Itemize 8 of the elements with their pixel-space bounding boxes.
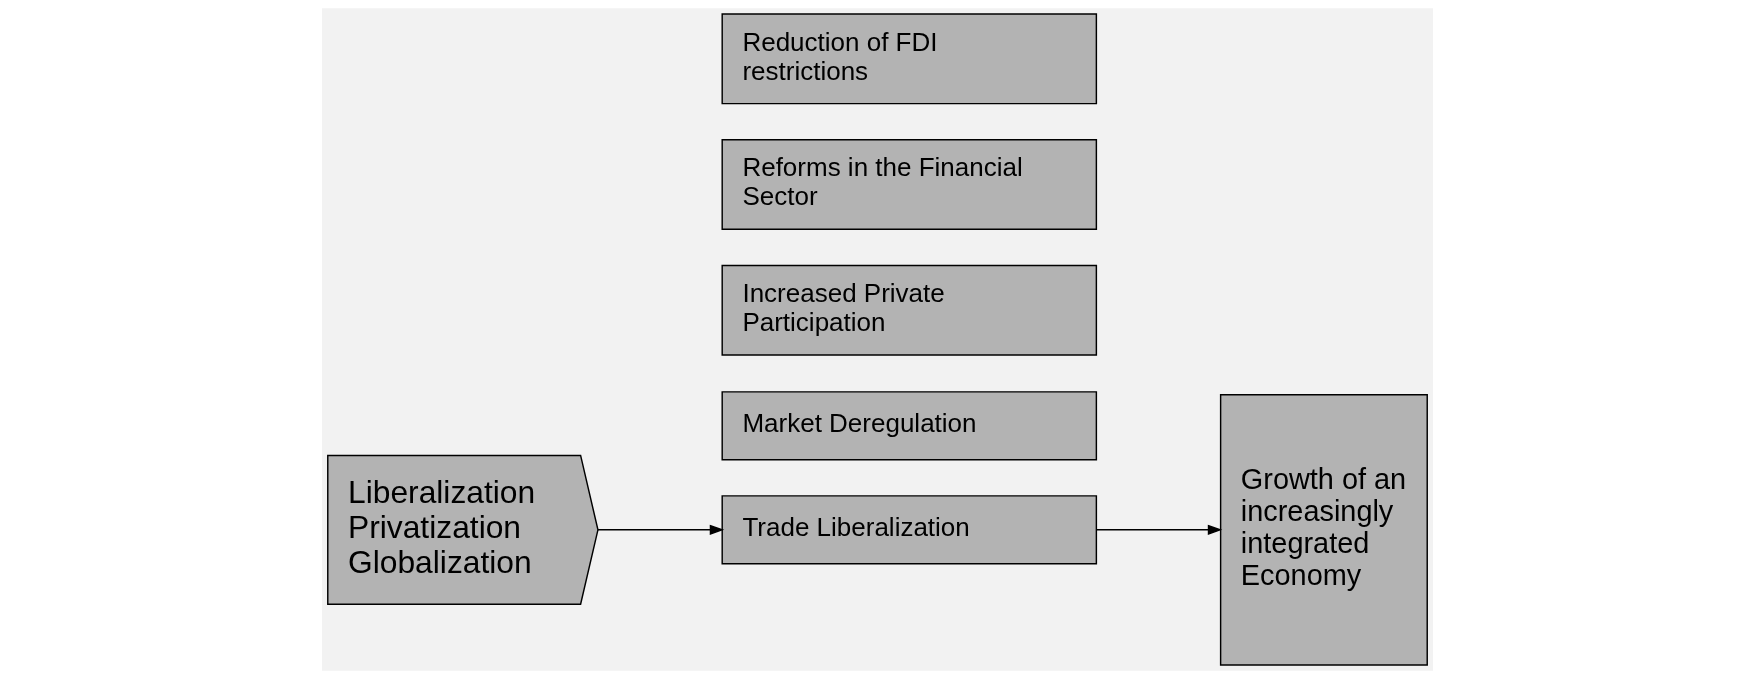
node-box: Trade Liberalization bbox=[720, 495, 1097, 565]
arrow bbox=[596, 524, 724, 535]
arrow bbox=[1095, 524, 1222, 535]
node-box: Increased Private Participation bbox=[720, 264, 1097, 356]
node-box: Reduction of FDI restrictions bbox=[720, 13, 1097, 105]
node-box: Growth of an increasingly integrated Economy bbox=[1219, 394, 1428, 666]
node-box: Reforms in the Financial Sector bbox=[720, 139, 1097, 231]
node-box: Market Deregulation bbox=[720, 391, 1097, 461]
